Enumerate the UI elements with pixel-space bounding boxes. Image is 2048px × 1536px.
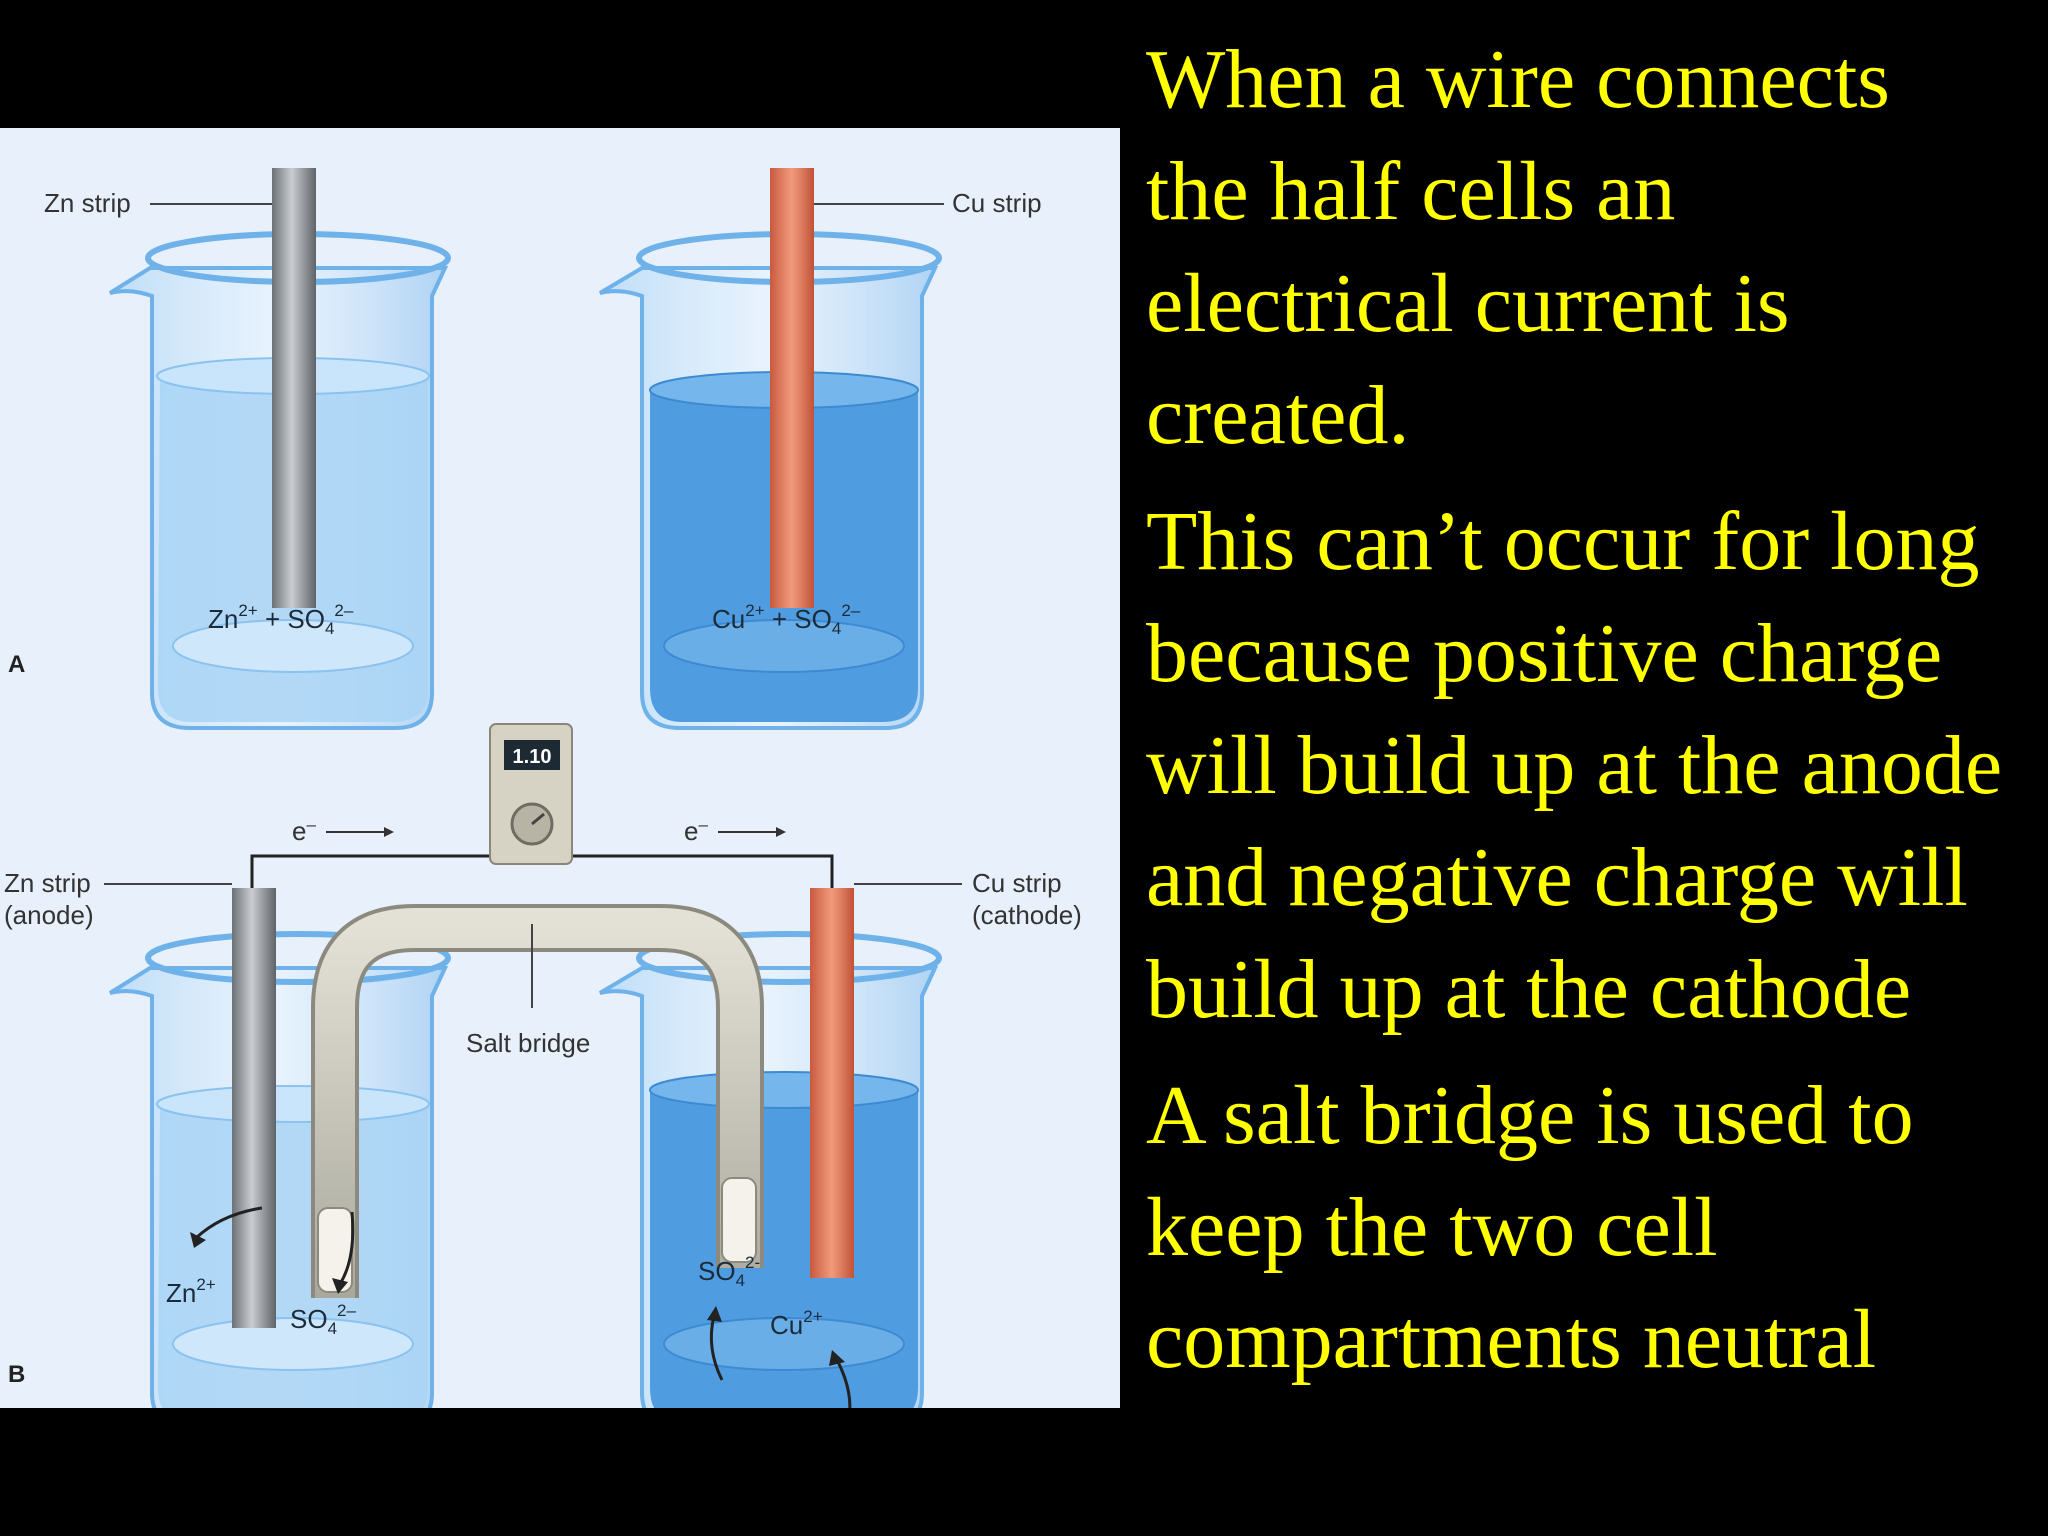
voltmeter: 1.10 [489,723,573,865]
panel-a-label: A [8,651,25,678]
paragraph-2: This can’t occur for long because positi… [1146,495,2003,1036]
anode-label: (anode) [4,900,94,930]
cu-strip-label-a: Cu strip [952,188,1042,218]
so4-left-label: SO42– [290,1301,357,1338]
so4-right-arrow-icon [709,1315,724,1381]
panel-a: Zn strip Cu strip Zn2+ + SO42– Cu2+ + SO… [8,168,1042,730]
zinc-solution-label: Zn2+ + SO42– [208,601,354,638]
zinc-anode-strip [232,888,276,1328]
figure-svg: Zn strip Cu strip Zn2+ + SO42– Cu2+ + SO… [4,168,1082,1408]
so4-right-label: SO42- [698,1253,760,1290]
copper-strip-a [770,168,814,608]
cu-ion-label: Cu2+ [770,1307,823,1340]
copper-cathode-strip [810,888,854,1278]
paragraph-1: When a wire connects the half cells an e… [1146,33,1890,462]
copper-beaker-a [598,231,942,730]
electron-label-left: e– [292,815,316,846]
cu-ion-arrow-icon [834,1357,852,1408]
cu-strip-label-b: Cu strip [972,868,1062,898]
voltmeter-reading: 1.10 [513,746,552,768]
salt-bridge [311,904,764,1298]
wire-left [250,854,495,888]
electron-label-right: e– [684,815,708,846]
zinc-strip-a [272,168,316,608]
panel-b: 1.10 e– e– [4,723,1082,1408]
so4-left-arrow-icon [338,1211,355,1285]
explanation-text: When a wire connects the half cells an e… [1146,24,2046,1514]
panel-b-label: B [8,1361,25,1388]
cathode-label: (cathode) [972,900,1082,930]
wire-right [570,854,834,888]
copper-solution-label: Cu2+ + SO42– [712,601,861,638]
salt-bridge-label: Salt bridge [466,1028,590,1058]
zn-strip-label-b: Zn strip [4,868,91,898]
galvanic-cell-figure: Zn strip Cu strip Zn2+ + SO42– Cu2+ + SO… [0,128,1120,1408]
salt-bridge-plug-right [721,1177,757,1263]
zn-ion-arrow-icon [194,1206,263,1240]
paragraph-3: A salt bridge is used to keep the two ce… [1146,1069,1914,1386]
zn-ion-label: Zn2+ [166,1275,216,1308]
zinc-beaker-b [108,931,451,1408]
zn-strip-label-a: Zn strip [44,188,131,218]
